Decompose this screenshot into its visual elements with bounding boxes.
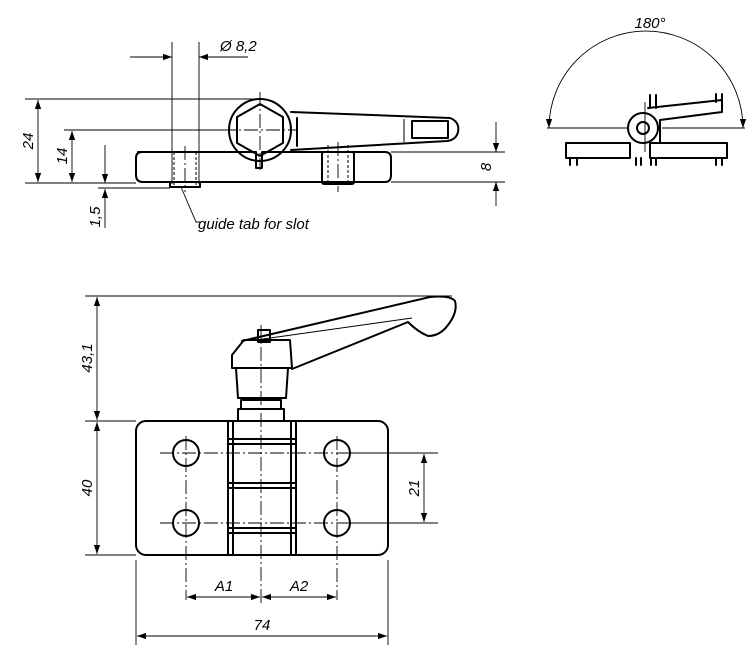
guide-tab-annotation: guide tab for slot xyxy=(198,216,310,233)
rotation-view: 180° xyxy=(545,15,747,166)
rotation-arc xyxy=(545,30,747,129)
dim-diameter: Ø 8,2 xyxy=(219,38,257,55)
folded-lever xyxy=(647,99,723,121)
dim-21: 21 xyxy=(406,480,423,498)
plate-right xyxy=(649,142,728,159)
dim-a2: A2 xyxy=(289,578,309,595)
plan-view: 43,1 40 21 A1 A2 74 xyxy=(79,295,457,645)
clamping-lever xyxy=(290,111,460,151)
dim-14: 14 xyxy=(54,148,71,165)
dim-74: 74 xyxy=(254,617,271,634)
clamping-lever-plan xyxy=(241,295,457,370)
dim-a1: A1 xyxy=(214,578,233,595)
base-plate-outline xyxy=(135,151,392,183)
hinge-barrel xyxy=(228,98,292,162)
dim-8: 8 xyxy=(478,162,495,171)
lever-window xyxy=(411,120,449,139)
dim-43-1: 43,1 xyxy=(79,343,96,372)
hinge-knuckle xyxy=(627,112,659,144)
rotation-angle: 180° xyxy=(634,15,665,32)
dim-1-5: 1,5 xyxy=(87,206,104,228)
dim-24: 24 xyxy=(20,133,37,151)
dim-40: 40 xyxy=(79,479,96,496)
side-view: Ø 8,2 24 14 1,5 8 guide tab for slot xyxy=(20,38,505,233)
hex-socket xyxy=(236,103,284,157)
plate-left xyxy=(565,142,631,159)
lever-boss xyxy=(235,367,289,399)
